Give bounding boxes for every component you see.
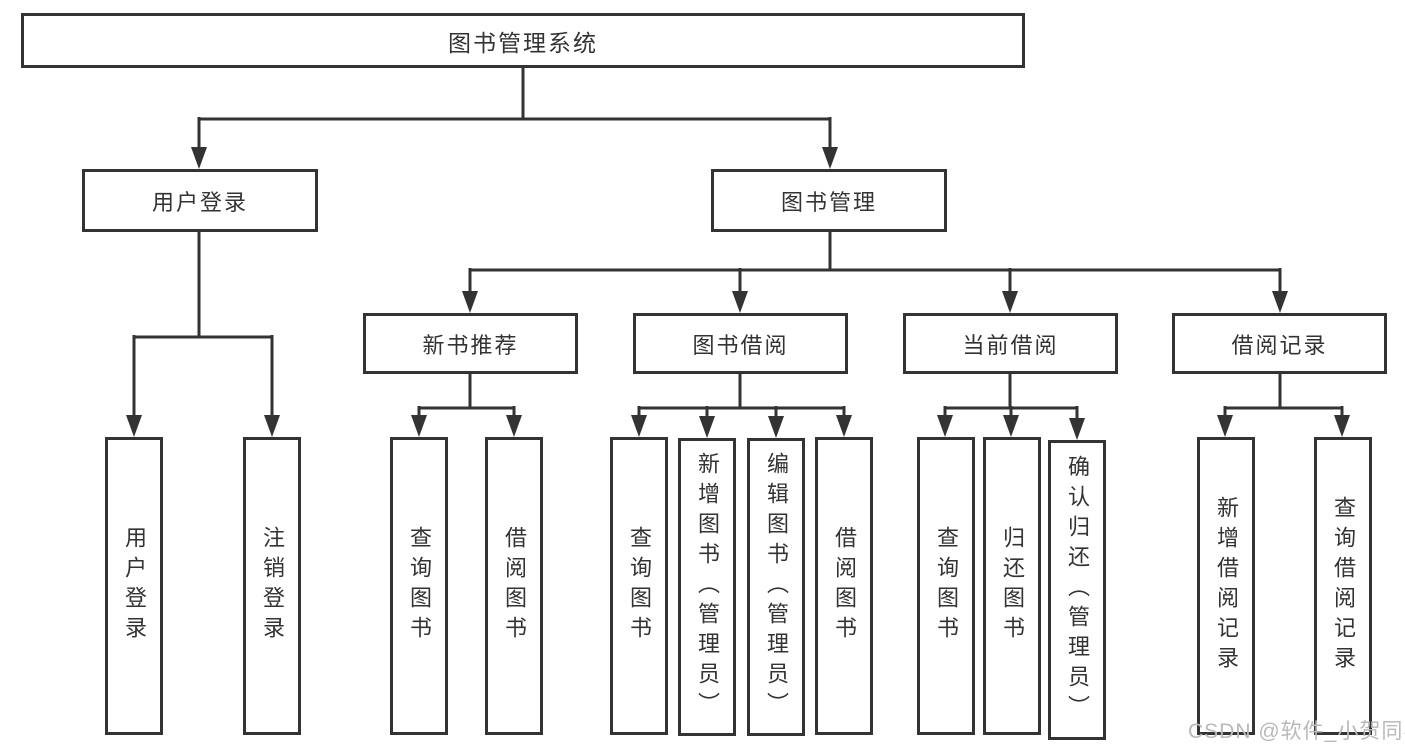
node-label: 图书借阅 — [692, 332, 789, 358]
node-label: 新增图书（管理员） — [695, 452, 720, 722]
leaf-recommend-borrow-book: 借阅图书 — [485, 437, 543, 735]
arrowheads — [126, 147, 1350, 440]
node-label: 查询图书 — [627, 526, 652, 646]
node-current-borrow: 当前借阅 — [903, 313, 1118, 374]
node-label: 图书管理系统 — [448, 29, 598, 56]
leaf-current-return-book: 归还图书 — [983, 437, 1041, 735]
node-label: 查询借阅记录 — [1331, 496, 1356, 676]
leaf-user-login: 用户登录 — [105, 437, 163, 735]
node-label: 编辑图书（管理员） — [764, 452, 789, 722]
leaf-borrow-borrow-book: 借阅图书 — [815, 437, 873, 735]
node-borrow-records: 借阅记录 — [1172, 313, 1387, 374]
node-library-management-system: 图书管理系统 — [21, 13, 1025, 68]
node-label: 注销登录 — [260, 526, 285, 646]
node-label: 归还图书 — [1000, 526, 1025, 646]
node-label: 查询图书 — [934, 526, 959, 646]
csdn-watermark: CSDN @软件_小贺同学 — [1188, 720, 1405, 743]
node-label: 用户登录 — [151, 189, 248, 215]
leaf-recommend-query-book: 查询图书 — [390, 437, 448, 735]
node-label: 借阅图书 — [502, 526, 527, 646]
leaf-records-query-record: 查询借阅记录 — [1314, 437, 1372, 735]
leaf-borrow-edit-book-admin: 编辑图书（管理员） — [747, 438, 805, 736]
node-label: 新书推荐 — [422, 332, 519, 358]
node-book-management: 图书管理 — [711, 169, 947, 232]
node-book-borrow: 图书借阅 — [633, 313, 848, 374]
node-label: 当前借阅 — [962, 332, 1059, 358]
node-label: 借阅图书 — [832, 526, 857, 646]
node-new-book-recommend: 新书推荐 — [363, 313, 578, 374]
node-label: 查询图书 — [407, 526, 432, 646]
connector-paths — [132, 66, 1344, 422]
leaf-current-query-book: 查询图书 — [917, 437, 975, 735]
leaf-current-confirm-return-admin: 确认归还（管理员） — [1048, 440, 1106, 740]
leaf-borrow-add-book-admin: 新增图书（管理员） — [678, 438, 736, 736]
leaf-records-add-record: 新增借阅记录 — [1197, 437, 1255, 735]
node-label: 图书管理 — [780, 189, 877, 215]
node-user-login: 用户登录 — [82, 169, 318, 232]
node-label: 确认归还（管理员） — [1065, 455, 1090, 725]
node-label: 借阅记录 — [1231, 332, 1328, 358]
leaf-borrow-query-book: 查询图书 — [610, 437, 668, 735]
node-label: 新增借阅记录 — [1214, 496, 1239, 676]
leaf-logout: 注销登录 — [243, 437, 301, 735]
node-label: 用户登录 — [122, 526, 147, 646]
